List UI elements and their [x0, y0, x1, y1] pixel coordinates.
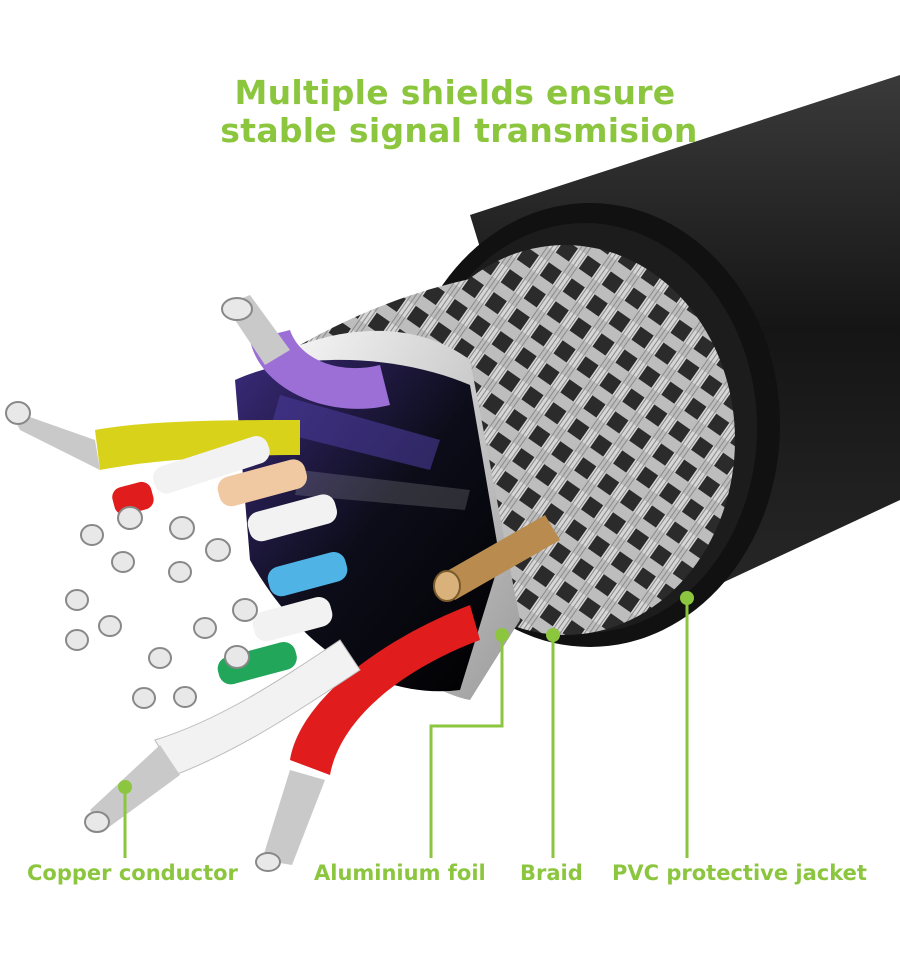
headline-line-1: Multiple shields ensure	[234, 73, 676, 112]
braid-label: Braid	[520, 861, 583, 885]
copper-drain-wire	[433, 515, 560, 602]
aluminium-foil-label: Aluminium foil	[314, 861, 486, 885]
headline: Multiple shields ensure stable signal tr…	[0, 74, 900, 150]
callout-leaders	[123, 598, 689, 858]
braid-dot	[546, 628, 560, 642]
aluminium-foil-dot	[495, 628, 509, 642]
callout-dots	[118, 591, 694, 794]
pvc-jacket-dot	[680, 591, 694, 605]
conductor-wires	[5, 295, 480, 872]
headline-line-2: stable signal transmision	[220, 111, 698, 150]
twisted-pair-bundle	[112, 436, 348, 685]
copper-conductor-dot	[118, 780, 132, 794]
aluminium-foil-leader	[429, 635, 504, 858]
copper-conductor-label: Copper conductor	[27, 861, 238, 885]
conductor-tips	[65, 506, 258, 709]
pvc-protective-jacket-label: PVC protective jacket	[612, 861, 867, 885]
